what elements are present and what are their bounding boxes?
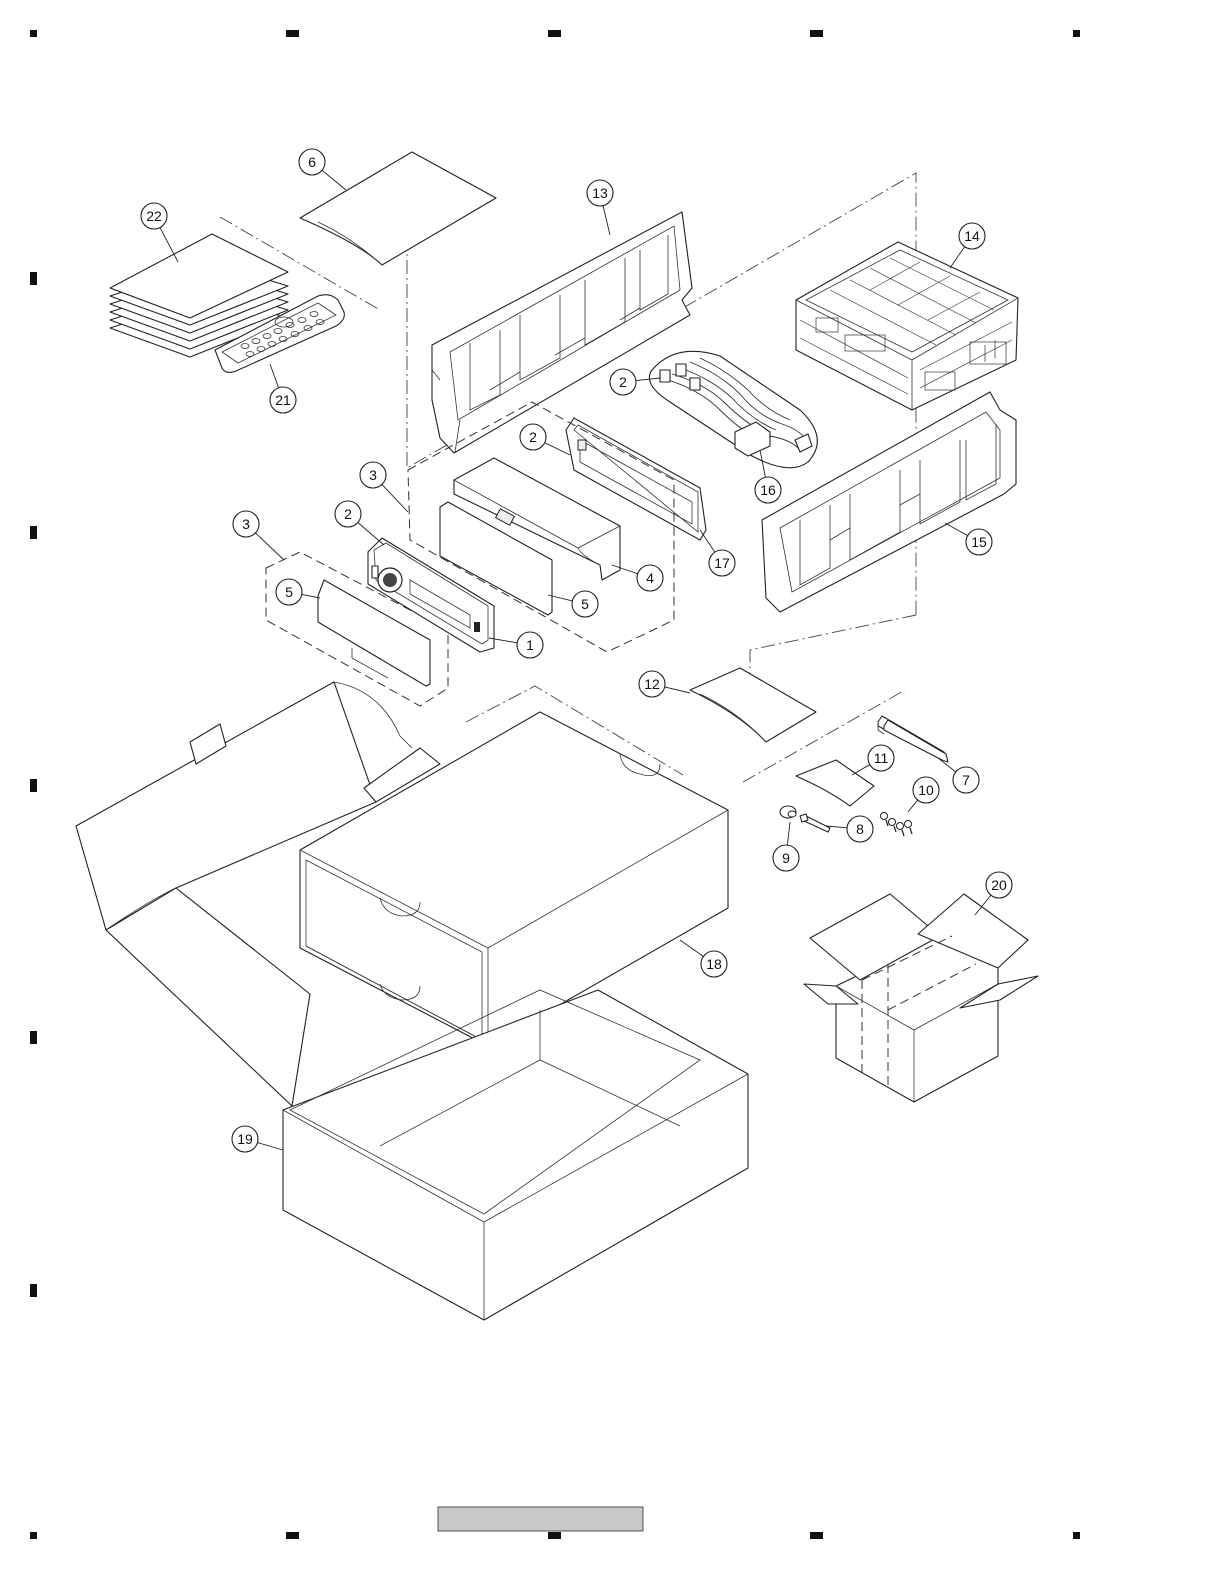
rubber-bush [780,806,796,818]
bolt [800,814,830,832]
callout-number: 17 [714,555,730,571]
callout-leader [908,800,918,812]
callout-c1: 1 [489,632,543,658]
callout-number: 3 [369,467,377,483]
callout-c17: 17 [700,530,735,576]
callout-number: 14 [964,228,980,244]
callout-number: 12 [644,676,660,692]
callout-c3b: 3 [233,511,284,560]
callout-c22: 22 [141,203,178,262]
callout-number: 20 [991,877,1007,893]
callout-number: 18 [706,956,722,972]
callout-number: 11 [874,750,889,766]
callout-c18: 18 [680,940,727,977]
callout-leader [358,522,384,545]
callout-number: 2 [344,506,352,522]
callout-leader [255,533,284,560]
callout-c14: 14 [950,223,985,268]
callout-number: 13 [592,185,608,201]
callout-c5a: 5 [548,591,598,617]
callout-number: 3 [242,516,250,532]
main-unit [796,242,1018,410]
footer-bar [438,1507,643,1531]
callout-leader [603,206,610,235]
callout-c10: 10 [908,777,939,812]
callout-c7: 7 [938,758,979,793]
callout-number: 2 [529,429,537,445]
callout-number: 22 [146,208,162,224]
callout-leader [545,443,570,455]
callout-c12: 12 [639,671,690,697]
callout-number: 6 [308,154,316,170]
screws [881,813,913,837]
poly-bag-12 [690,668,816,742]
callout-number: 15 [971,534,987,550]
callout-c2a: 2 [335,501,384,545]
callout-leader [665,687,690,693]
inner-sleeve-box [300,712,728,1046]
callout-number: 19 [237,1131,253,1147]
callout-number: 5 [581,596,589,612]
callout-leader [945,523,968,536]
callout-number: 10 [918,782,934,798]
callout-number: 5 [285,584,293,600]
callout-number: 8 [856,821,864,837]
callout-leader [950,247,965,268]
callout-leader [382,484,408,512]
callout-leader [680,940,703,957]
callout-c9: 9 [773,822,799,871]
callout-c19: 19 [232,1126,283,1152]
callout-leader [322,170,346,190]
callout-number: 7 [962,772,970,788]
wiring-harness [649,351,817,467]
shipping-box [804,894,1038,1102]
callout-c6: 6 [299,149,346,190]
callout-c20: 20 [975,872,1012,915]
callout-leader [302,594,320,598]
callout-c11: 11 [852,745,894,775]
callout-number: 4 [646,570,654,586]
callout-number: 16 [760,482,776,498]
callout-c8: 8 [826,816,873,842]
callout-number: 9 [782,850,790,866]
callout-c3a: 3 [360,462,408,512]
callout-number: 1 [526,637,534,653]
callout-c5b: 5 [276,579,320,605]
callout-leader [270,364,279,388]
small-bag [796,760,874,806]
callout-leader [700,530,715,552]
callout-number: 21 [275,392,291,408]
callout-c15: 15 [945,523,992,555]
poly-bag-6 [300,152,496,265]
callout-leader [852,765,870,775]
foam-protector-top [432,212,692,453]
callout-c2b: 2 [520,424,570,455]
callout-leader [787,822,790,845]
callout-number: 2 [619,374,627,390]
callout-c21: 21 [270,364,296,413]
callout-leader [257,1143,283,1150]
callout-c13: 13 [587,180,613,235]
